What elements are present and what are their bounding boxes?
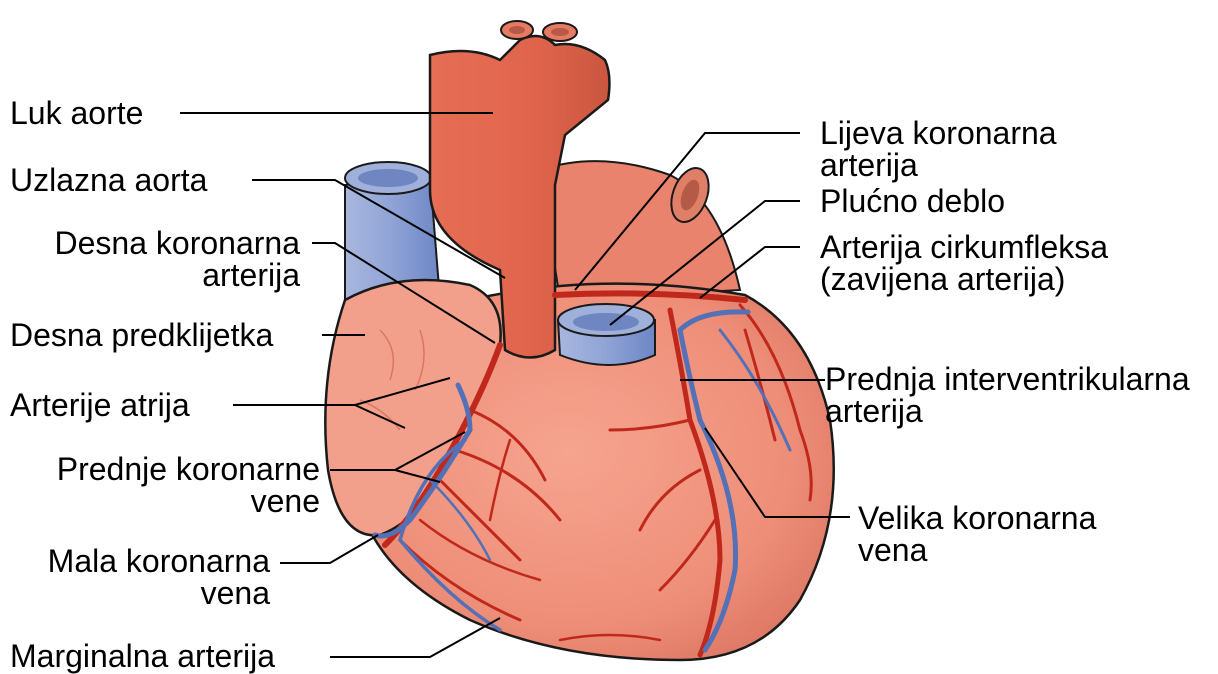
label-prednje-koronarne-vene: Prednje koronarne vene [10,453,320,517]
label-velika-koronarna-vena: Velika koronarna vena [858,502,1096,566]
label-mala-koronarna-vena: Mala koronarna vena [10,545,270,609]
leader-marginalna-arterija [330,618,500,657]
label-arterija-cirkumfleksa: Arterija cirkumfleksa (zavijena arterija… [820,231,1108,295]
label-uzlazna-aorta: Uzlazna aorta [10,164,207,196]
pulmonary-trunk [558,304,655,365]
left-atrium [540,161,740,300]
label-marginalna-arterija: Marginalna arterija [10,640,275,672]
label-prednja-interventrikularna-arterija: Prednja interventrikularna arterija [825,363,1190,427]
label-lijeva-koronarna-arterija: Lijeva koronarna arterija [820,117,1057,181]
leader-mala-koronarna-vena [280,535,378,563]
label-plucno-deblo: Plućno deblo [820,185,1005,217]
label-luk-aorte: Luk aorte [10,97,143,129]
label-arterije-atrija: Arterije atrija [10,389,190,421]
label-desna-koronarna-arterija: Desna koronarna arterija [10,227,300,291]
label-desna-predklijetka: Desna predklijetka [10,319,273,351]
